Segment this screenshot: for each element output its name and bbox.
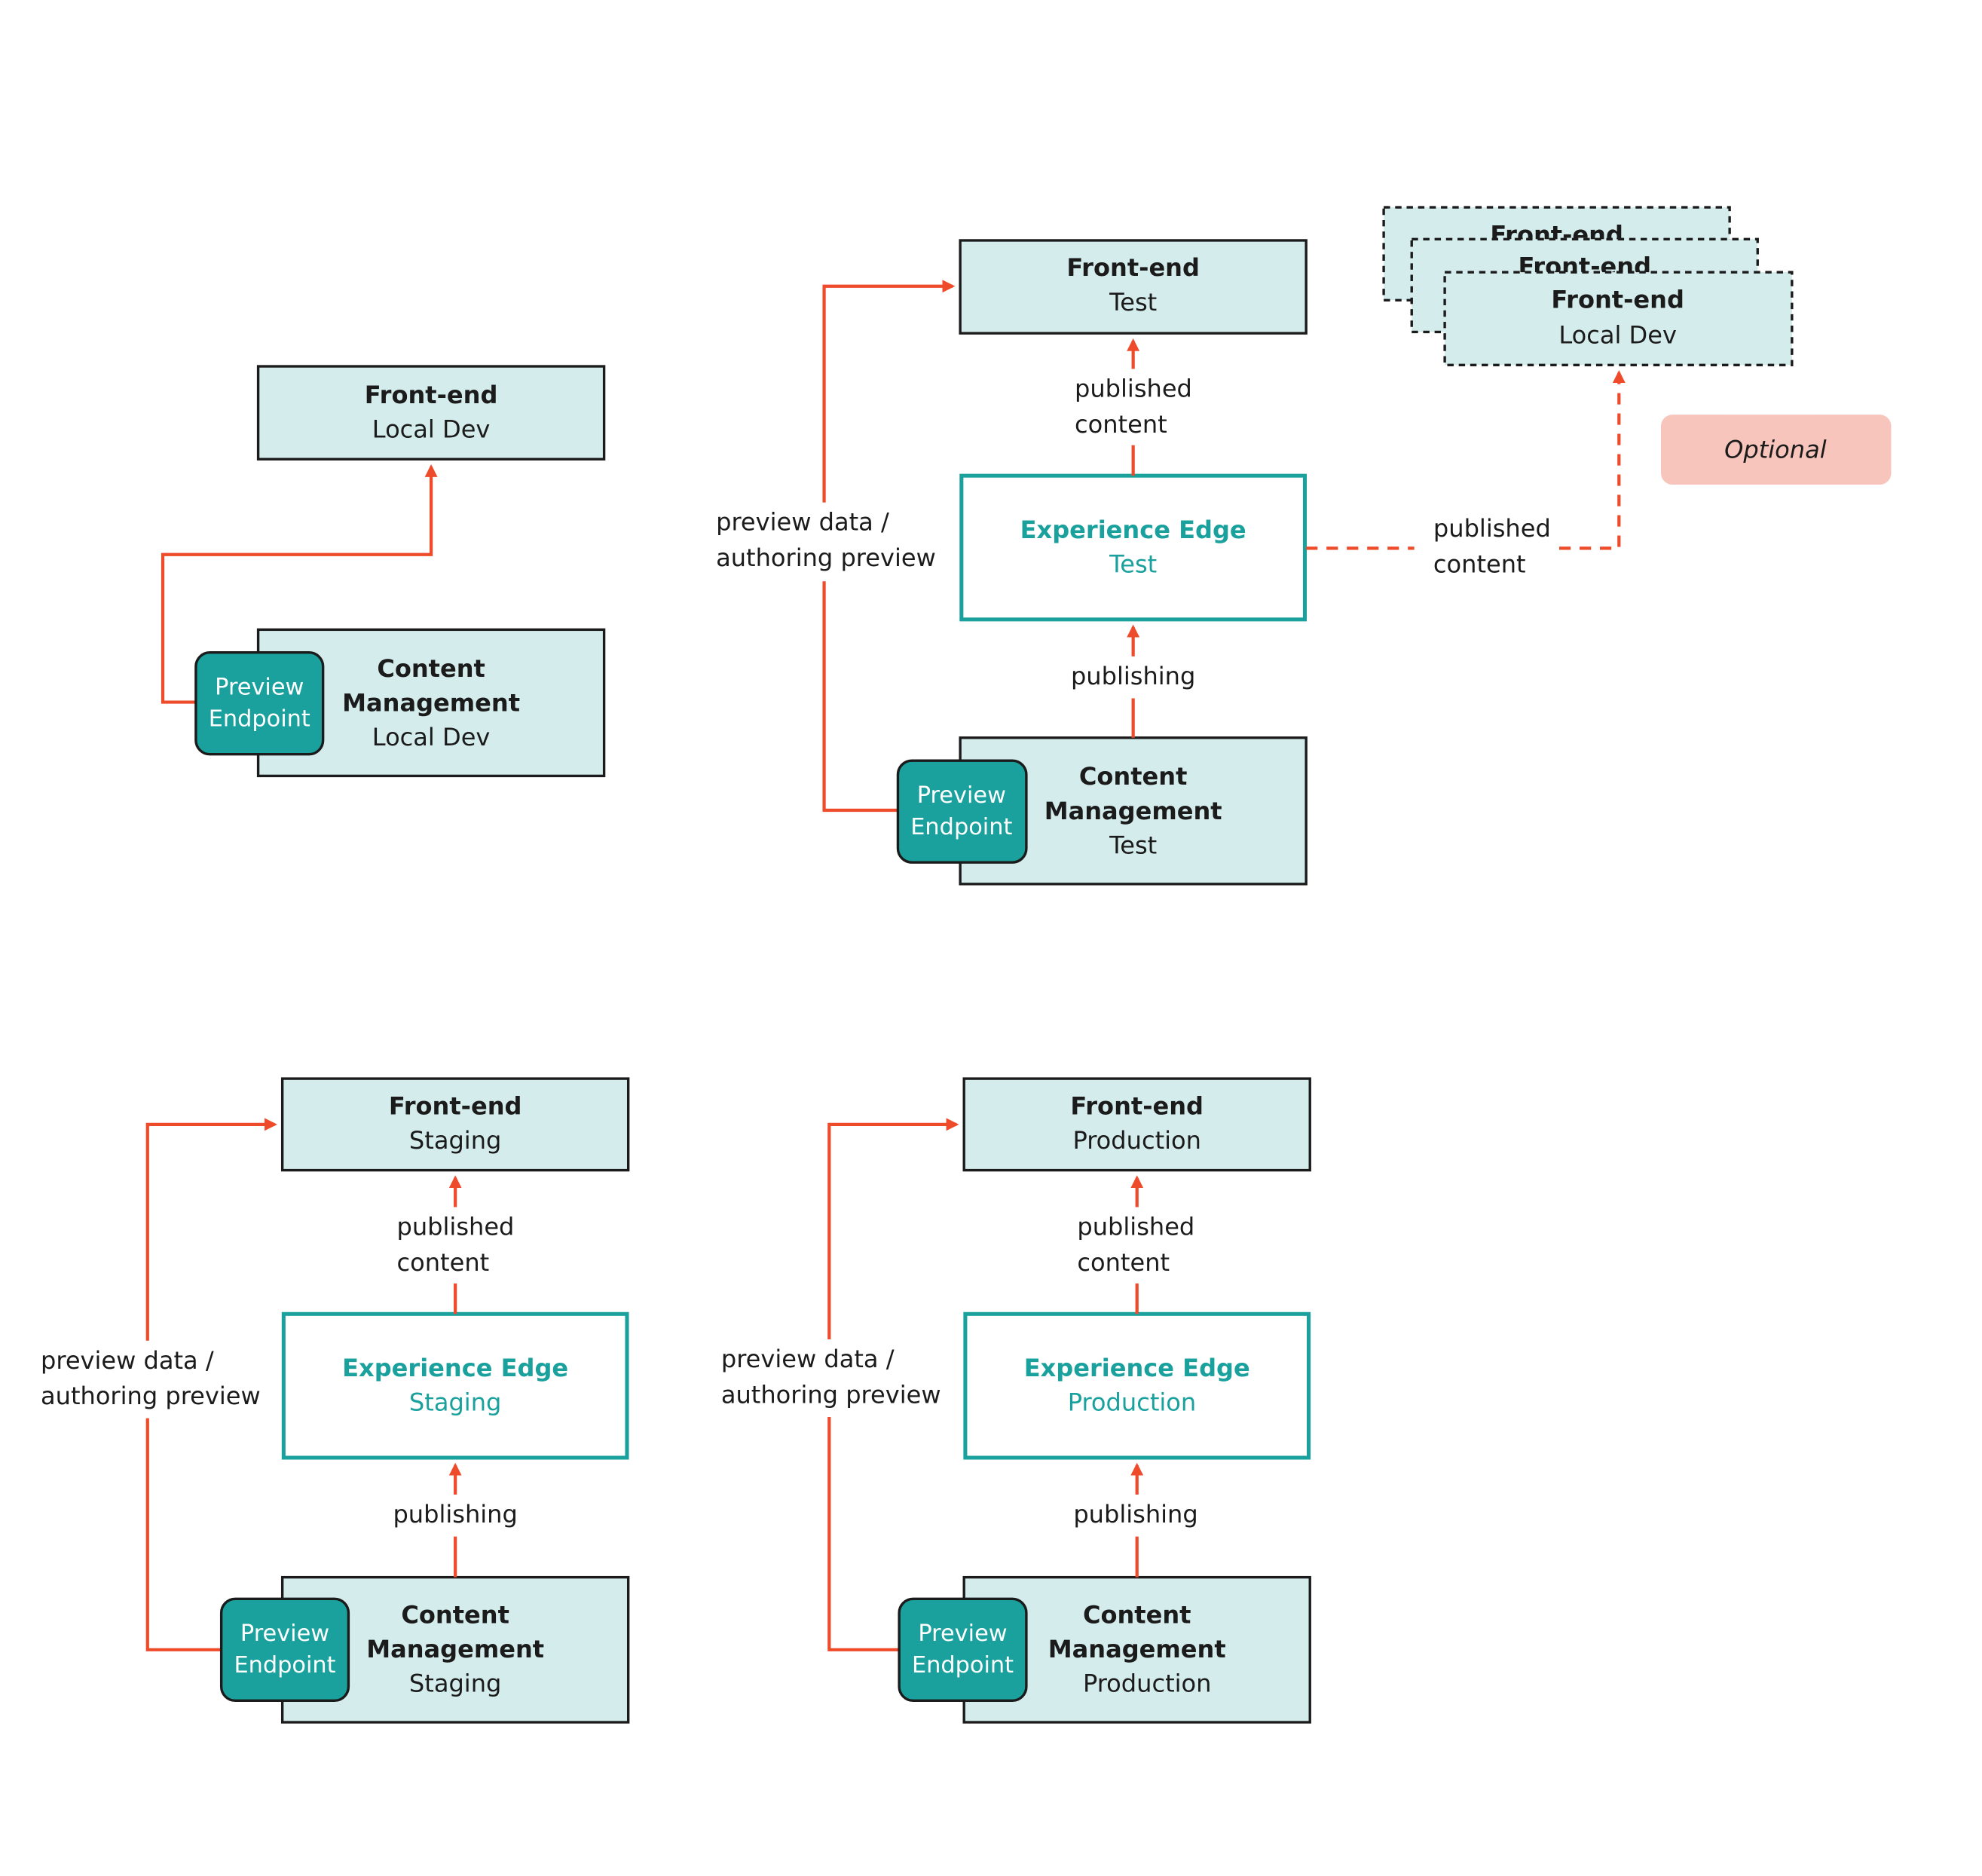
production-published-label-line1: published [1077,1213,1194,1241]
optional-published-label-line1: published [1433,514,1551,543]
preview-endpoint-test [896,759,1028,864]
test-preview-label-line2: authoring preview [716,543,936,572]
staging-preview-label-line1: preview data / [41,1346,214,1375]
optional-badge-label: Optional [1724,436,1827,464]
frontend-local-dev-env: Local Dev [372,415,491,444]
preview-endpoint-staging-label2: Endpoint [234,1652,335,1679]
test-preview-arrow-lower [822,581,898,813]
production-published-label-line2: content [1077,1248,1170,1277]
preview-endpoint-staging [219,1597,350,1703]
frontend-production-env: Production [1072,1126,1201,1155]
frontend-staging-title: Front-end [389,1091,522,1120]
frontend-test-env: Test [1109,288,1157,317]
test-group: Front-end Test Experience Edge Test Cont… [716,206,1892,886]
production-group: Front-end Production Experience Edge Pro… [721,1077,1311,1724]
frontend-production-box [962,1077,1311,1172]
experience-edge-staging-env: Staging [409,1388,501,1417]
preview-endpoint-production [898,1597,1028,1703]
cm-test-title-line2: Management [1045,797,1222,825]
cm-production-env: Production [1083,1669,1212,1698]
staging-preview-label-line2: authoring preview [41,1382,261,1410]
staging-preview-arrow-lower [145,1418,222,1651]
staging-publishing-label: publishing [393,1500,517,1529]
cm-staging-env: Staging [409,1669,501,1698]
optional-published-label-line2: content [1433,549,1526,578]
cm-test-title-line1: Content [1079,762,1188,791]
frontend-local-dev-title: Front-end [365,381,498,409]
test-preview-label-line1: preview data / [716,508,889,537]
preview-endpoint-production-label2: Endpoint [912,1652,1014,1679]
staging-preview-arrow-upper [145,1118,277,1341]
experience-edge-production-box [963,1311,1311,1460]
production-preview-label-line2: authoring preview [721,1380,941,1409]
preview-endpoint-production-label1: Preview [918,1620,1007,1647]
production-preview-arrow-lower [827,1416,900,1651]
production-publishing-label: publishing [1073,1500,1197,1529]
preview-endpoint-test-label1: Preview [917,782,1006,809]
optional-frontend-box-front [1443,271,1794,367]
test-preview-arrow-upper [822,280,956,503]
frontend-staging-box [280,1077,630,1172]
experience-edge-test-box [959,473,1308,622]
frontend-test-title: Front-end [1066,253,1200,282]
cm-local-dev-title-line1: Content [377,654,485,683]
frontend-test-box [959,239,1308,335]
cm-production-title-line1: Content [1083,1600,1191,1629]
experience-edge-production-env: Production [1068,1388,1197,1417]
frontend-local-dev-box [256,365,606,461]
experience-edge-staging-title: Experience Edge [342,1354,568,1382]
preview-endpoint-local-dev-label2: Endpoint [209,706,310,733]
optional-frontends-stack: Front-end Front-end Front-end Local Dev [1382,206,1794,367]
cm-production-title-line2: Management [1048,1635,1226,1663]
optional-badge [1661,415,1892,485]
staging-published-label-line1: published [397,1213,515,1241]
cm-staging-title-line1: Content [401,1600,509,1629]
staging-group: Front-end Staging Experience Edge Stagin… [41,1077,630,1724]
optional-frontend-front-env: Local Dev [1558,321,1677,350]
cm-local-dev-title-line2: Management [342,688,520,717]
experience-edge-staging-box [281,1311,629,1460]
production-preview-label-line1: preview data / [721,1345,895,1373]
local-dev-group: Front-end Local Dev Content Management L… [161,365,606,778]
preview-endpoint-test-label2: Endpoint [910,814,1012,840]
test-published-label-line1: published [1075,375,1192,403]
cm-staging-title-line2: Management [366,1635,544,1663]
cm-local-dev-env: Local Dev [372,723,491,751]
local-dev-preview-arrow [161,464,438,704]
cm-test-env: Test [1109,831,1157,859]
test-publishing-label: publishing [1071,662,1195,690]
preview-endpoint-staging-label1: Preview [240,1620,329,1647]
optional-frontend-front-title: Front-end [1551,285,1684,314]
frontend-staging-env: Staging [409,1126,501,1155]
frontend-production-title: Front-end [1070,1091,1204,1120]
test-published-label-line2: content [1075,410,1167,439]
experience-edge-test-env: Test [1109,549,1157,578]
staging-published-label-line2: content [397,1248,490,1277]
preview-endpoint-local-dev [194,651,325,756]
experience-edge-production-title: Experience Edge [1024,1354,1250,1382]
optional-published-arrow-right [1558,370,1626,550]
experience-edge-test-title: Experience Edge [1020,516,1246,544]
production-preview-arrow-upper [827,1118,959,1340]
preview-endpoint-local-dev-label1: Preview [215,674,304,700]
